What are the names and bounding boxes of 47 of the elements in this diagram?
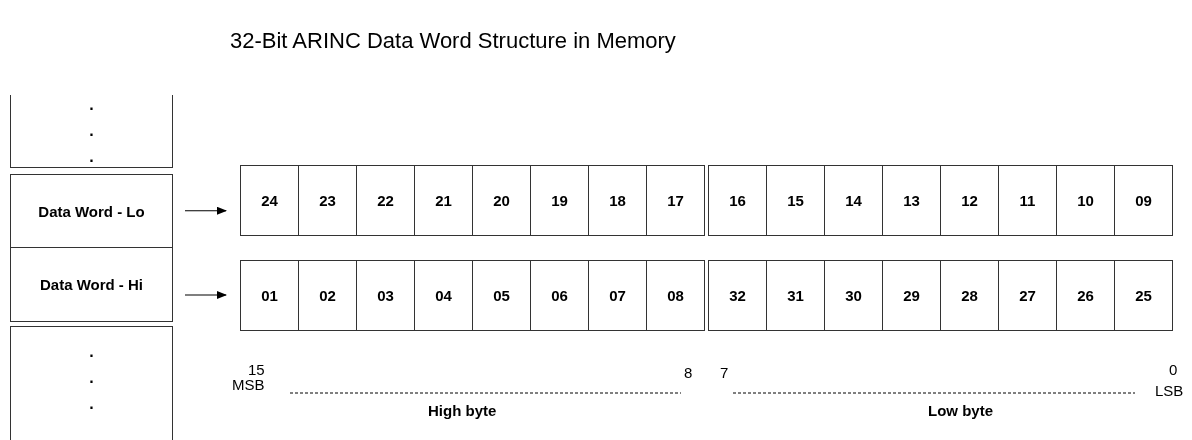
bit-number: 0 [1169, 361, 1178, 378]
bit-cell: 27 [998, 260, 1057, 331]
bit-cell: 16 [708, 165, 767, 236]
bit-cell: 21 [414, 165, 473, 236]
bit-cell: 14 [824, 165, 883, 236]
bit-cell: 20 [472, 165, 531, 236]
bit-cell: 22 [356, 165, 415, 236]
bit-cell: 19 [530, 165, 589, 236]
bit-cell: 11 [998, 165, 1057, 236]
bit-cell: 06 [530, 260, 589, 331]
bit-cell: 09 [1114, 165, 1173, 236]
bit-number: 7 [720, 364, 729, 381]
byte-label: High byte [428, 402, 497, 419]
bit-cell: 08 [646, 260, 705, 331]
memory-slot: . . . [10, 326, 173, 440]
bit-cell: 30 [824, 260, 883, 331]
bit-cell: 31 [766, 260, 825, 331]
bit-cell: 25 [1114, 260, 1173, 331]
bit-cell: 18 [588, 165, 647, 236]
bit-cell: 23 [298, 165, 357, 236]
arrow [184, 206, 227, 215]
arrow [184, 291, 227, 299]
bit-cell: 32 [708, 260, 767, 331]
bit-cell: 26 [1056, 260, 1115, 331]
bit-cell: 07 [588, 260, 647, 331]
bit-cell: 17 [646, 165, 705, 236]
bit-cell: 03 [356, 260, 415, 331]
bit-cell: 13 [882, 165, 941, 236]
memory-word-box: Data Word - Hi [10, 247, 173, 322]
bit-cell: 04 [414, 260, 473, 331]
diagram-title: 32-Bit ARINC Data Word Structure in Memory [230, 28, 676, 54]
bit-label: LSB [1155, 382, 1184, 399]
memory-word-box: Data Word - Lo [10, 174, 173, 248]
bit-cell: 10 [1056, 165, 1115, 236]
bit-cell: 02 [298, 260, 357, 331]
bit-cell: 01 [240, 260, 299, 331]
bit-cell: 15 [766, 165, 825, 236]
bit-number: 8 [684, 364, 693, 381]
bit-label: MSB [232, 376, 265, 393]
bit-cell: 24 [240, 165, 299, 236]
bit-cell: 12 [940, 165, 999, 236]
bit-number: 15 [248, 361, 265, 378]
byte-label: Low byte [928, 402, 993, 419]
bit-cell: 05 [472, 260, 531, 331]
bit-cell: 29 [882, 260, 941, 331]
memory-slot: . . . [10, 95, 173, 168]
bit-cell: 28 [940, 260, 999, 331]
